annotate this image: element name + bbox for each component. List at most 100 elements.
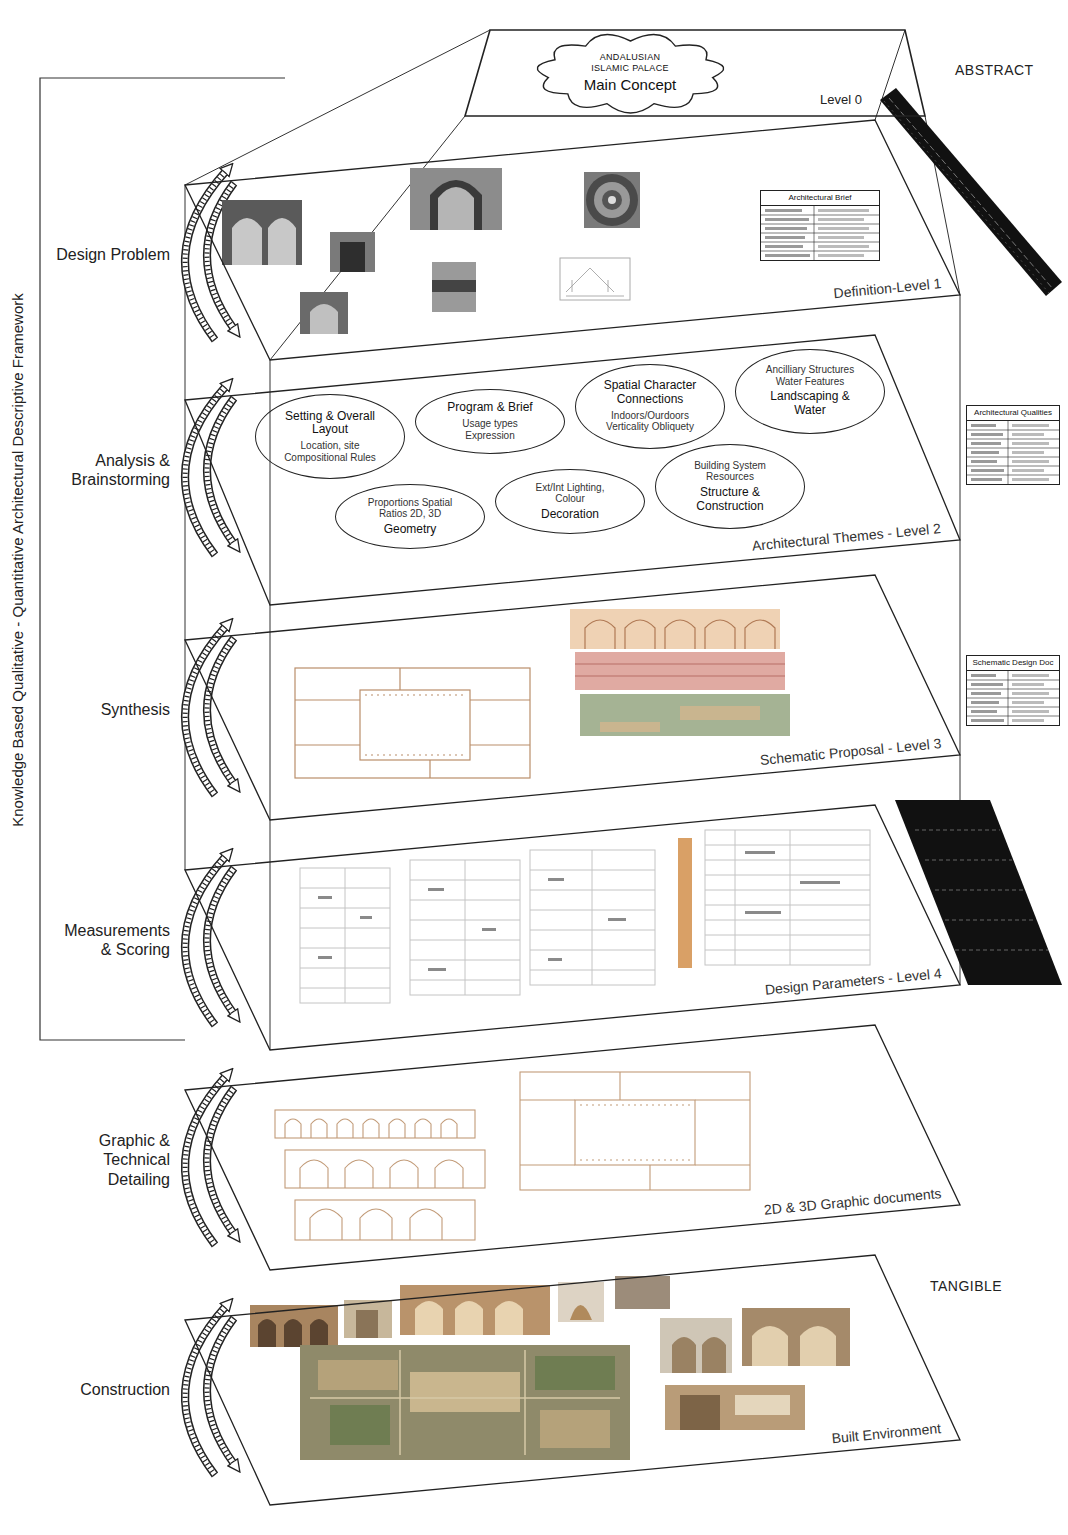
technical-drawing — [295, 1200, 475, 1240]
score-bar — [678, 838, 692, 968]
parameter-table — [410, 860, 520, 995]
parameter-sheet — [895, 800, 1062, 985]
framework-title: Knowledge Based Qualitative - Quantitati… — [9, 293, 27, 827]
table-rule — [967, 715, 1059, 716]
reference-photo — [432, 262, 476, 312]
concept-box: Level 0 ANDALUSIAN ISLAMIC PALACEMain Con… — [465, 30, 925, 116]
theme-ellipse: Building System ResourcesStructure & Con… — [655, 444, 805, 529]
technical-drawing — [310, 1209, 442, 1240]
technical-drawing — [520, 1072, 750, 1190]
theme-ellipse: Program & BriefUsage types Expression — [415, 389, 565, 454]
reference-photo — [584, 172, 640, 228]
reference-photo — [232, 218, 296, 265]
colour-elevation — [580, 694, 790, 736]
stage-label-holder: Synthesis — [56, 700, 170, 719]
parameter-value — [428, 888, 444, 891]
table-rule — [967, 679, 1059, 680]
level-label-holder: Architectural Themes - Level 2 — [752, 520, 942, 555]
parameter-value — [482, 928, 496, 931]
cloud-content: ANDALUSIAN ISLAMIC PALACEMain Concept — [584, 52, 677, 94]
table-heading: Schematic Design Doc — [967, 656, 1059, 671]
brief-strip — [889, 98, 1053, 289]
site-photo — [615, 1276, 670, 1309]
level-label: Design Parameters - Level 4 — [764, 965, 942, 998]
site-photo — [742, 1308, 850, 1366]
ellipse-content: Ext/Int Lighting, ColourDecoration — [520, 482, 620, 522]
reference-photo — [586, 174, 638, 226]
stage-label-holder: Construction — [56, 1380, 170, 1399]
scale-label-holder: TANGIBLE — [930, 1278, 1002, 1295]
site-photo — [410, 1372, 520, 1412]
level-plane: Built Environment — [185, 1255, 960, 1505]
level-plane: Design Parameters - Level 4 — [185, 805, 960, 1050]
table-rows — [967, 421, 1059, 484]
table-rule — [1008, 421, 1009, 484]
cell-mark — [971, 674, 996, 677]
theme-details: Usage types Expression — [440, 418, 540, 441]
stage-label: Graphic & Technical Detailing — [56, 1131, 170, 1189]
cell-mark — [765, 245, 803, 248]
technical-drawing — [275, 1072, 750, 1240]
table-rule — [761, 223, 879, 224]
table-rule — [967, 447, 1059, 448]
plane-outline — [185, 805, 960, 1050]
table-rows — [967, 671, 1059, 725]
cycle-arrow — [185, 1306, 234, 1475]
theme-heading: Spatial Character Connections — [600, 379, 700, 407]
table-rule — [967, 474, 1059, 475]
site-photo — [330, 1405, 390, 1445]
technical-drawing — [520, 1072, 750, 1190]
cycle-arrow — [185, 626, 234, 795]
colour-elevation — [575, 652, 785, 690]
technical-drawing — [285, 1150, 485, 1188]
technical-drawing — [275, 1110, 475, 1138]
ellipse-content: Spatial Character ConnectionsIndoors/Our… — [600, 379, 700, 433]
data-table: Architectural Brief — [760, 190, 880, 261]
table-rule — [967, 465, 1059, 466]
reference-photo — [438, 187, 474, 230]
cell-mark — [1012, 451, 1044, 454]
cell-mark — [1012, 478, 1049, 481]
colour-elevation — [570, 609, 780, 649]
concept-label: Main Concept — [584, 76, 677, 94]
scale-label-holder: ABSTRACT — [955, 62, 1034, 79]
site-photo — [570, 1305, 592, 1320]
plane-outline — [185, 1255, 960, 1505]
parameter-table — [410, 860, 520, 995]
parameter-value — [745, 911, 781, 914]
cycle-arrow — [185, 856, 234, 1025]
parameter-table — [530, 850, 655, 985]
plan-drawing — [295, 668, 530, 778]
table-rule — [761, 250, 879, 251]
framework-title-holder: Knowledge Based Qualitative - Quantitati… — [9, 293, 27, 827]
theme-details: Indoors/Ourdoors Verticality Obliquety — [600, 410, 700, 433]
level-label-holder: Level 0 — [820, 92, 862, 108]
table-rule — [1008, 671, 1009, 725]
plan-drawing — [295, 668, 530, 778]
cycle-arrow — [185, 1076, 234, 1245]
cell-mark — [971, 451, 999, 454]
parameter-table — [705, 830, 870, 965]
parameter-table — [300, 868, 390, 1003]
level-label-holder: 2D & 3D Graphic documents — [763, 1185, 942, 1218]
plane-outline — [185, 805, 960, 1050]
cell-mark — [1012, 683, 1044, 686]
cell-mark — [818, 227, 869, 230]
stage-label: Measurements & Scoring — [56, 921, 170, 959]
cell-mark — [818, 254, 864, 257]
site-photo — [535, 1356, 615, 1390]
theme-details: Building System Resources — [680, 460, 780, 483]
cell-mark — [1012, 469, 1044, 472]
reference-photo — [560, 258, 630, 300]
reference-photo — [310, 304, 338, 334]
ellipse-content: Proportions Spatial Ratios 2D, 3DGeometr… — [360, 497, 460, 537]
level-label-holder: Schematic Proposal - Level 3 — [759, 735, 942, 769]
reference-photo — [330, 232, 375, 272]
plane-outline — [185, 575, 960, 820]
parameter-table — [300, 830, 870, 1003]
parameter-value — [548, 878, 564, 881]
cell-mark — [971, 433, 1003, 436]
scale-label: TANGIBLE — [930, 1278, 1002, 1295]
plane-outline — [185, 1025, 960, 1270]
level-plane: Definition-Level 1Architectural Brief — [185, 120, 960, 360]
